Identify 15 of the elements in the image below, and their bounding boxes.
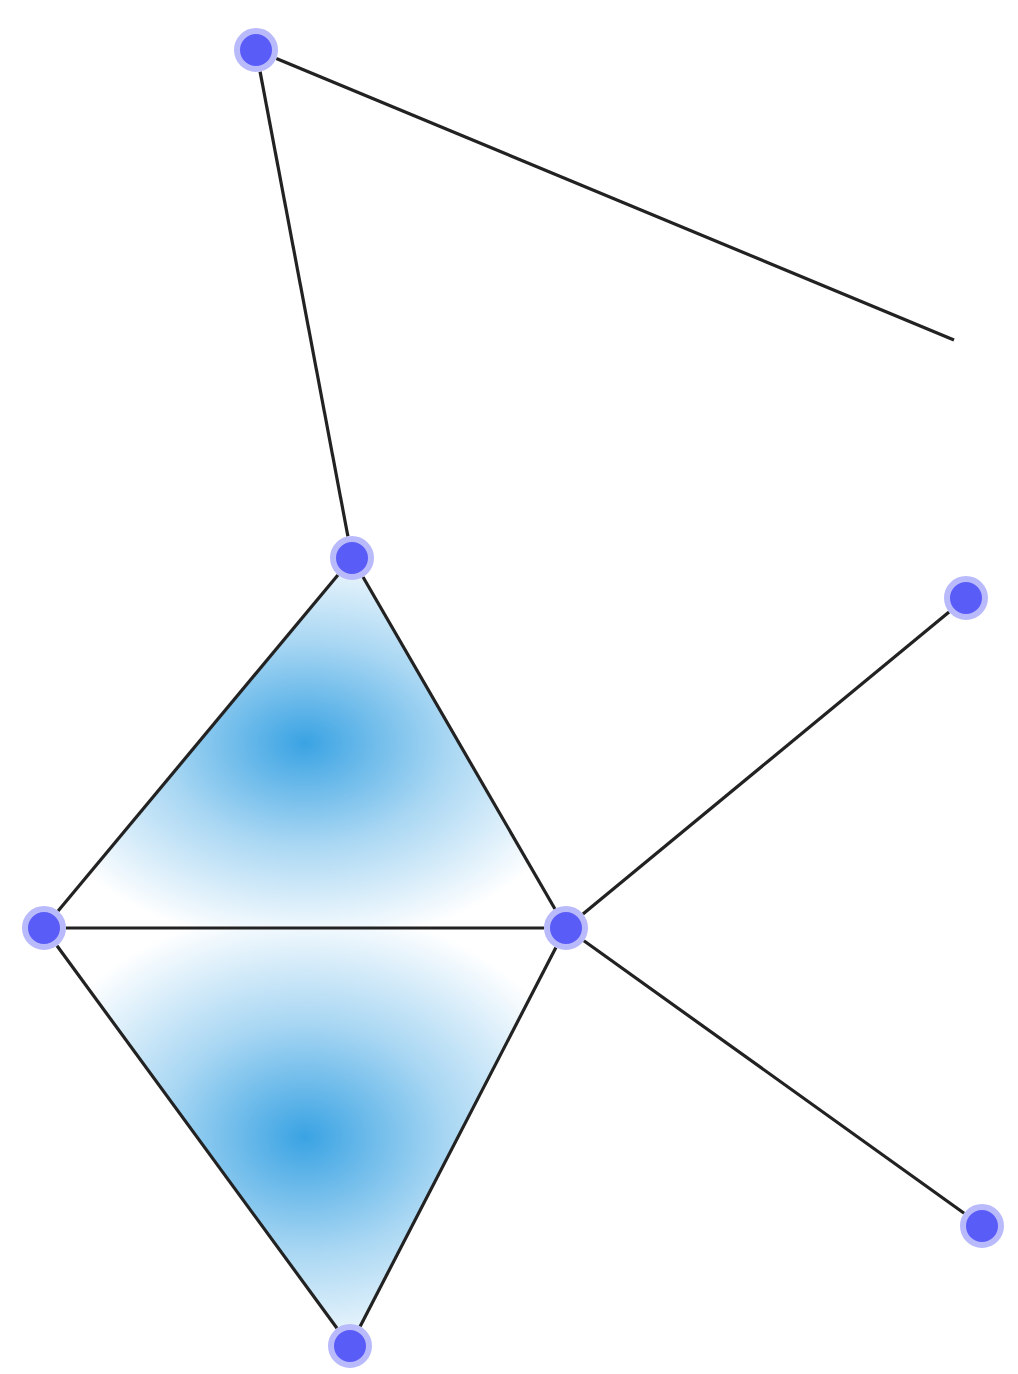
node-dot <box>330 536 374 580</box>
connector-line <box>56 573 340 913</box>
connector-line <box>582 939 966 1215</box>
node-dot <box>234 28 278 72</box>
connector-line <box>581 610 951 916</box>
connector-line <box>358 946 558 1328</box>
connector-line <box>55 944 339 1330</box>
connector-line <box>66 926 544 930</box>
connector-line <box>275 56 955 342</box>
node-dot <box>328 1324 372 1368</box>
node-dot <box>944 576 988 620</box>
connector-line <box>258 71 350 537</box>
node-dot <box>22 906 66 950</box>
connector-line <box>361 576 557 910</box>
node-dot <box>960 1204 1004 1248</box>
